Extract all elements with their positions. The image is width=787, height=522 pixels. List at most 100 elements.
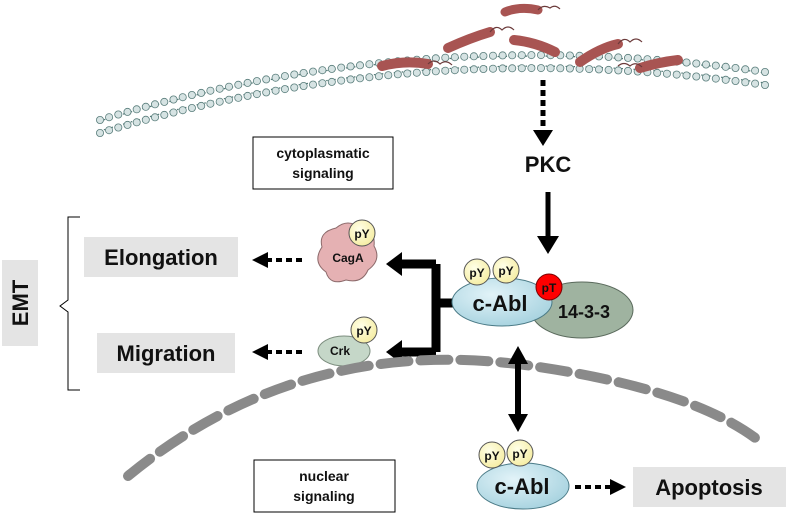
lipid-head	[508, 51, 517, 60]
lipid-head	[488, 51, 497, 60]
lipid-head	[761, 68, 770, 77]
cagA-to-elongation-arrow	[252, 252, 302, 268]
lipid-head	[96, 128, 105, 137]
cabl-branch-arrow	[386, 252, 460, 364]
lipid-head	[215, 97, 224, 106]
lipid-head	[197, 101, 206, 110]
elongation-box: Elongation	[84, 237, 238, 277]
cabl-nuc-label: c-Abl	[495, 474, 550, 499]
lipid-head	[450, 66, 459, 75]
lipid-head	[498, 51, 507, 60]
lipid-head	[711, 61, 720, 70]
crk-protein: Crk pY	[317, 316, 378, 367]
cabl-cyto-pY2-label: pY	[498, 264, 513, 278]
lipid-head	[105, 113, 114, 122]
lipid-head	[299, 82, 308, 91]
cabl-cyto-pY1-circle	[463, 258, 491, 286]
lipid-head	[355, 61, 364, 70]
lipid-head	[702, 60, 711, 69]
lipid-head	[751, 66, 760, 75]
cabl-cyto-pY2-circle	[492, 256, 520, 284]
crk-pY-circle	[350, 316, 378, 344]
cabl-pT-circle	[535, 273, 563, 301]
migration-label: Migration	[117, 341, 216, 366]
lipid-head	[280, 72, 289, 81]
cabl-cyto-pY1-label: pY	[469, 266, 484, 280]
lipid-head	[488, 64, 497, 73]
lipid-head	[206, 99, 215, 108]
lipid-head	[224, 82, 233, 91]
lipid-head	[365, 60, 374, 69]
lipid-head	[721, 75, 730, 84]
lipid-head	[604, 52, 613, 61]
lipid-head	[594, 65, 603, 74]
nuclear-shuttle-arrow	[508, 346, 528, 432]
lipid-head	[431, 67, 440, 76]
lipid-head	[337, 63, 346, 72]
lipid-head	[327, 77, 336, 86]
nuclear-label-line1: nuclear	[299, 468, 349, 484]
lipid-head	[132, 118, 141, 127]
lipid-head	[355, 74, 364, 83]
lipid-head	[527, 64, 536, 73]
lipid-head	[141, 102, 150, 111]
lipid-head	[537, 64, 546, 73]
lipid-head	[299, 69, 308, 78]
lipid-head	[141, 115, 150, 124]
lipid-head	[565, 51, 574, 60]
lipid-head	[633, 54, 642, 63]
lipid-head	[692, 72, 701, 81]
emt-label: EMT	[8, 279, 33, 326]
lipid-head	[150, 113, 159, 122]
lipid-head	[672, 70, 681, 79]
lipid-head	[384, 71, 393, 80]
lipid-head	[346, 75, 355, 84]
lipid-head	[365, 73, 374, 82]
lipid-head	[604, 65, 613, 74]
lipid-head	[412, 68, 421, 77]
lipid-head	[327, 64, 336, 73]
lipid-head	[280, 85, 289, 94]
elongation-label: Elongation	[104, 245, 218, 270]
cell-membrane	[96, 51, 770, 137]
lipid-head	[741, 78, 750, 87]
cytoplasmatic-label-line1: cytoplasmatic	[276, 145, 370, 161]
lipid-head	[234, 80, 243, 89]
lipid-head	[178, 93, 187, 102]
crk-label: Crk	[330, 344, 350, 358]
lipid-head	[682, 71, 691, 80]
lipid-head	[624, 66, 633, 75]
lipid-head	[614, 66, 623, 75]
lipid-head	[460, 65, 469, 74]
lipid-head	[479, 65, 488, 74]
lipid-head	[556, 64, 565, 73]
lipid-head	[308, 67, 317, 76]
lipid-head	[150, 100, 159, 109]
lipid-head	[508, 64, 517, 73]
lipid-head	[271, 73, 280, 82]
lipid-head	[105, 126, 114, 135]
cytoplasmatic-label-line2: signaling	[292, 165, 353, 181]
cabl-nuc-pY1-label: pY	[484, 449, 499, 463]
helicobacter-bacteria	[377, 3, 683, 73]
lipid-head	[403, 69, 412, 78]
lipid-head	[702, 73, 711, 82]
14-3-3-label: 14-3-3	[558, 302, 610, 322]
cabl-cyto-label: c-Abl	[473, 291, 528, 316]
lipid-head	[565, 64, 574, 73]
lipid-head	[114, 110, 123, 119]
lipid-head	[479, 52, 488, 61]
lipid-head	[441, 53, 450, 62]
cabl-nuc-pY2-label: pY	[512, 447, 527, 461]
apoptosis-box: Apoptosis	[633, 467, 786, 507]
lipid-head	[741, 65, 750, 74]
lipid-head	[721, 62, 730, 71]
lipid-head	[585, 65, 594, 74]
lipid-head	[460, 52, 469, 61]
cabl-pT-label: pT	[542, 281, 557, 295]
lipid-head	[215, 84, 224, 93]
cagA-label: CagA	[332, 251, 364, 265]
lipid-head	[469, 65, 478, 74]
lipid-head	[711, 74, 720, 83]
